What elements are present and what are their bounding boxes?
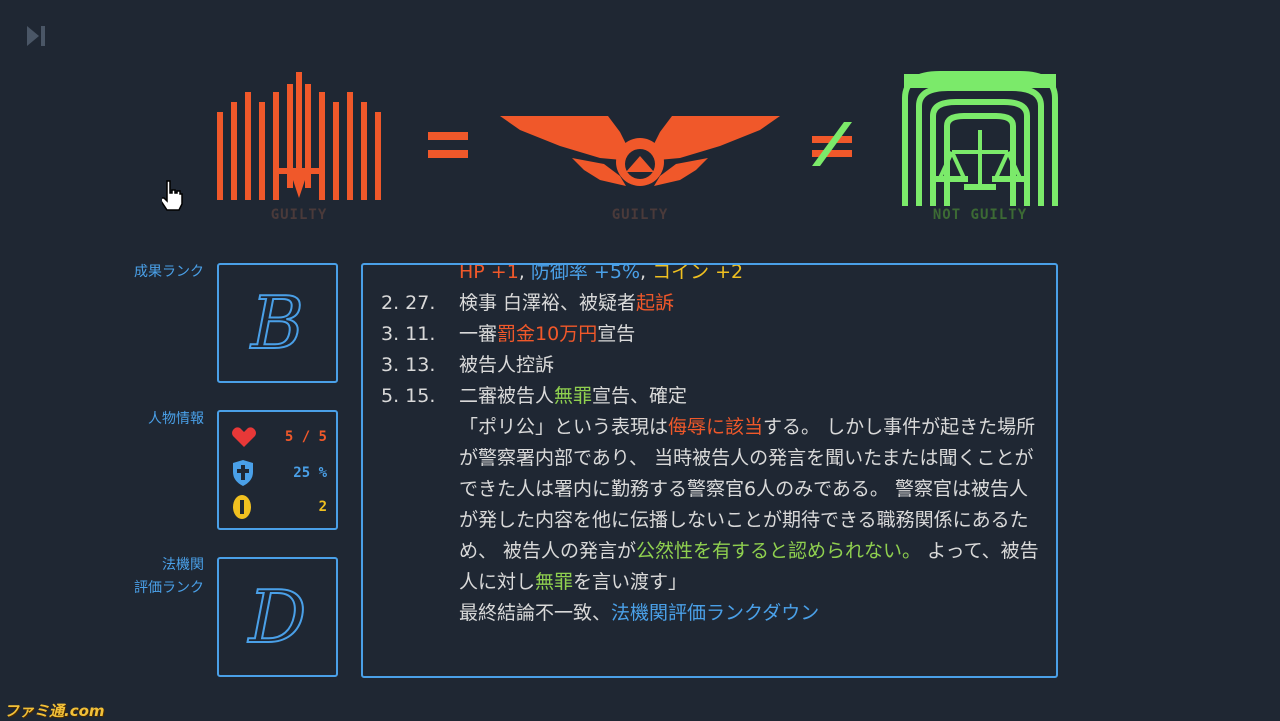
- entry-date: 3. 11.: [381, 323, 436, 345]
- entry-text: 被告人控訴: [459, 354, 555, 376]
- famitsu-logo: ファミ通.com: [4, 702, 105, 720]
- log-entry: 3. 13. 被告人控訴: [381, 350, 1041, 381]
- stat-change-line: HP +1, 防御率 +5%, コイン +2: [459, 263, 1041, 288]
- not-guilty-emblem: [900, 70, 1060, 206]
- character-info-box: 5 / 5 25 % 2: [217, 410, 338, 530]
- entry-text: 検事 白澤裕、被疑者起訴: [459, 292, 675, 314]
- log-entry: 2. 27. 検事 白澤裕、被疑者起訴: [381, 288, 1041, 319]
- log-entry: 3. 11. 一審罰金10万円宣告: [381, 319, 1041, 350]
- hp-value: 5 / 5: [284, 429, 327, 445]
- coin-icon: [233, 495, 251, 519]
- agency-rank-label-line1: 法機関: [162, 557, 204, 573]
- skip-icon: [27, 26, 45, 46]
- case-log-panel[interactable]: HP +1, 防御率 +5%, コイン +2 2. 27. 検事 白澤裕、被疑者…: [361, 263, 1058, 678]
- coin-change: コイン +2: [652, 263, 744, 283]
- defense-stat: 25 %: [231, 460, 327, 486]
- verdict-paragraph: 「ポリ公」という表現は侮辱に該当する。 しかし事件が起きた場所が警察署内部であり…: [459, 416, 1039, 593]
- defense-change: 防御率 +5%: [530, 263, 640, 283]
- guilty-label-left: GUILTY: [270, 207, 328, 223]
- case-log-content: HP +1, 防御率 +5%, コイン +2 2. 27. 検事 白澤裕、被疑者…: [381, 263, 1041, 629]
- achievement-rank-box: B: [217, 263, 338, 383]
- separator: ,: [640, 263, 653, 283]
- guilty-label-center: GUILTY: [611, 207, 669, 223]
- achievement-rank-label: 成果ランク: [134, 264, 204, 280]
- agency-rank-value: D: [248, 574, 308, 660]
- guilty-judiciary-emblem: [500, 110, 780, 194]
- log-entry: 5. 15. 二審被告人無罪宣告、確定: [381, 381, 1041, 412]
- entry-date: 3. 13.: [381, 354, 436, 376]
- final-conclusion: 最終結論不一致、法機関評価ランクダウン: [459, 602, 820, 624]
- achievement-rank-value: B: [250, 280, 305, 366]
- entry-date: 5. 15.: [381, 385, 436, 407]
- guilty-prosecution-emblem: [213, 72, 385, 202]
- separator: ,: [518, 263, 531, 283]
- skip-button[interactable]: [24, 24, 48, 48]
- equals-operator: [428, 130, 468, 164]
- shield-icon: [233, 460, 253, 486]
- entry-text: 二審被告人無罪宣告、確定: [459, 385, 688, 407]
- defense-value: 25 %: [293, 465, 327, 481]
- not-guilty-label: NOT GUILTY: [932, 207, 1028, 223]
- hp-change: HP +1: [459, 263, 519, 283]
- agency-rank-box: D: [217, 557, 338, 677]
- entry-text: 一審罰金10万円宣告: [459, 323, 636, 345]
- agency-rank-label: 法機関 評価ランク: [100, 554, 204, 600]
- entry-date: 2. 27.: [381, 292, 436, 314]
- not-equals-operator: [808, 120, 856, 172]
- coin-stat: 2: [231, 494, 327, 520]
- agency-rank-label-line2: 評価ランク: [134, 580, 204, 596]
- hp-stat: 5 / 5: [231, 426, 327, 448]
- character-info-label: 人物情報: [148, 411, 204, 427]
- heart-icon: [232, 427, 256, 447]
- cursor-hand-icon: [160, 180, 186, 216]
- coin-value: 2: [318, 499, 327, 515]
